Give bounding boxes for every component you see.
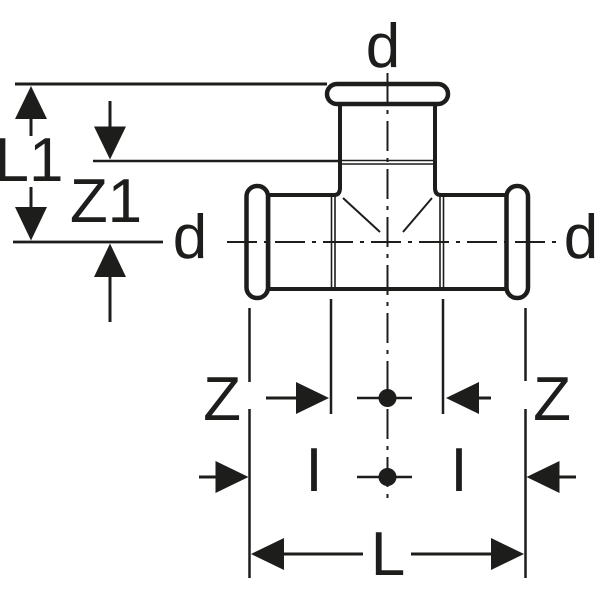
extension-lines <box>248 299 527 578</box>
label-d-right: d <box>564 203 598 272</box>
arrowhead-left <box>251 538 284 570</box>
arrowhead-down <box>94 126 126 160</box>
diameter-labels: d d d <box>173 12 598 272</box>
label-Z-right: Z <box>533 365 571 434</box>
left-socket-depth-lines <box>330 196 336 288</box>
arrowhead-right <box>296 382 329 414</box>
body-contour-top <box>267 105 508 197</box>
center-dot <box>378 389 397 407</box>
label-Z1: Z1 <box>70 167 142 236</box>
arrowhead-left <box>446 382 479 414</box>
dimension-references-top <box>13 82 338 244</box>
dimension-Z1: Z1 <box>70 101 142 322</box>
arrowhead-right <box>491 538 524 570</box>
dimension-I: I I <box>199 436 576 505</box>
right-socket-depth-lines <box>439 196 445 288</box>
fitting-outline <box>244 81 531 301</box>
dimension-Z: Z Z <box>203 365 571 434</box>
internal-miter-lines <box>342 197 433 233</box>
dimension-L: L <box>251 520 524 589</box>
right-port-bead <box>504 183 531 301</box>
label-L1: L1 <box>0 126 63 195</box>
label-d-left: d <box>173 203 207 272</box>
arrowhead-right <box>215 461 249 493</box>
top-socket-depth-lines <box>341 159 434 165</box>
label-I-left: I <box>305 436 322 505</box>
label-I-right: I <box>450 436 467 505</box>
arrowhead-left <box>526 461 560 493</box>
label-L: L <box>371 520 405 589</box>
arrowhead-down <box>15 207 47 241</box>
arrowhead-up <box>15 86 47 119</box>
label-Z-left: Z <box>203 365 241 434</box>
left-port-bead <box>244 183 271 301</box>
center-dot <box>378 468 397 486</box>
arrowhead-up <box>94 243 126 277</box>
centerlines <box>227 73 558 500</box>
label-d-top: d <box>366 12 400 81</box>
dimension-L1: L1 <box>0 86 63 241</box>
